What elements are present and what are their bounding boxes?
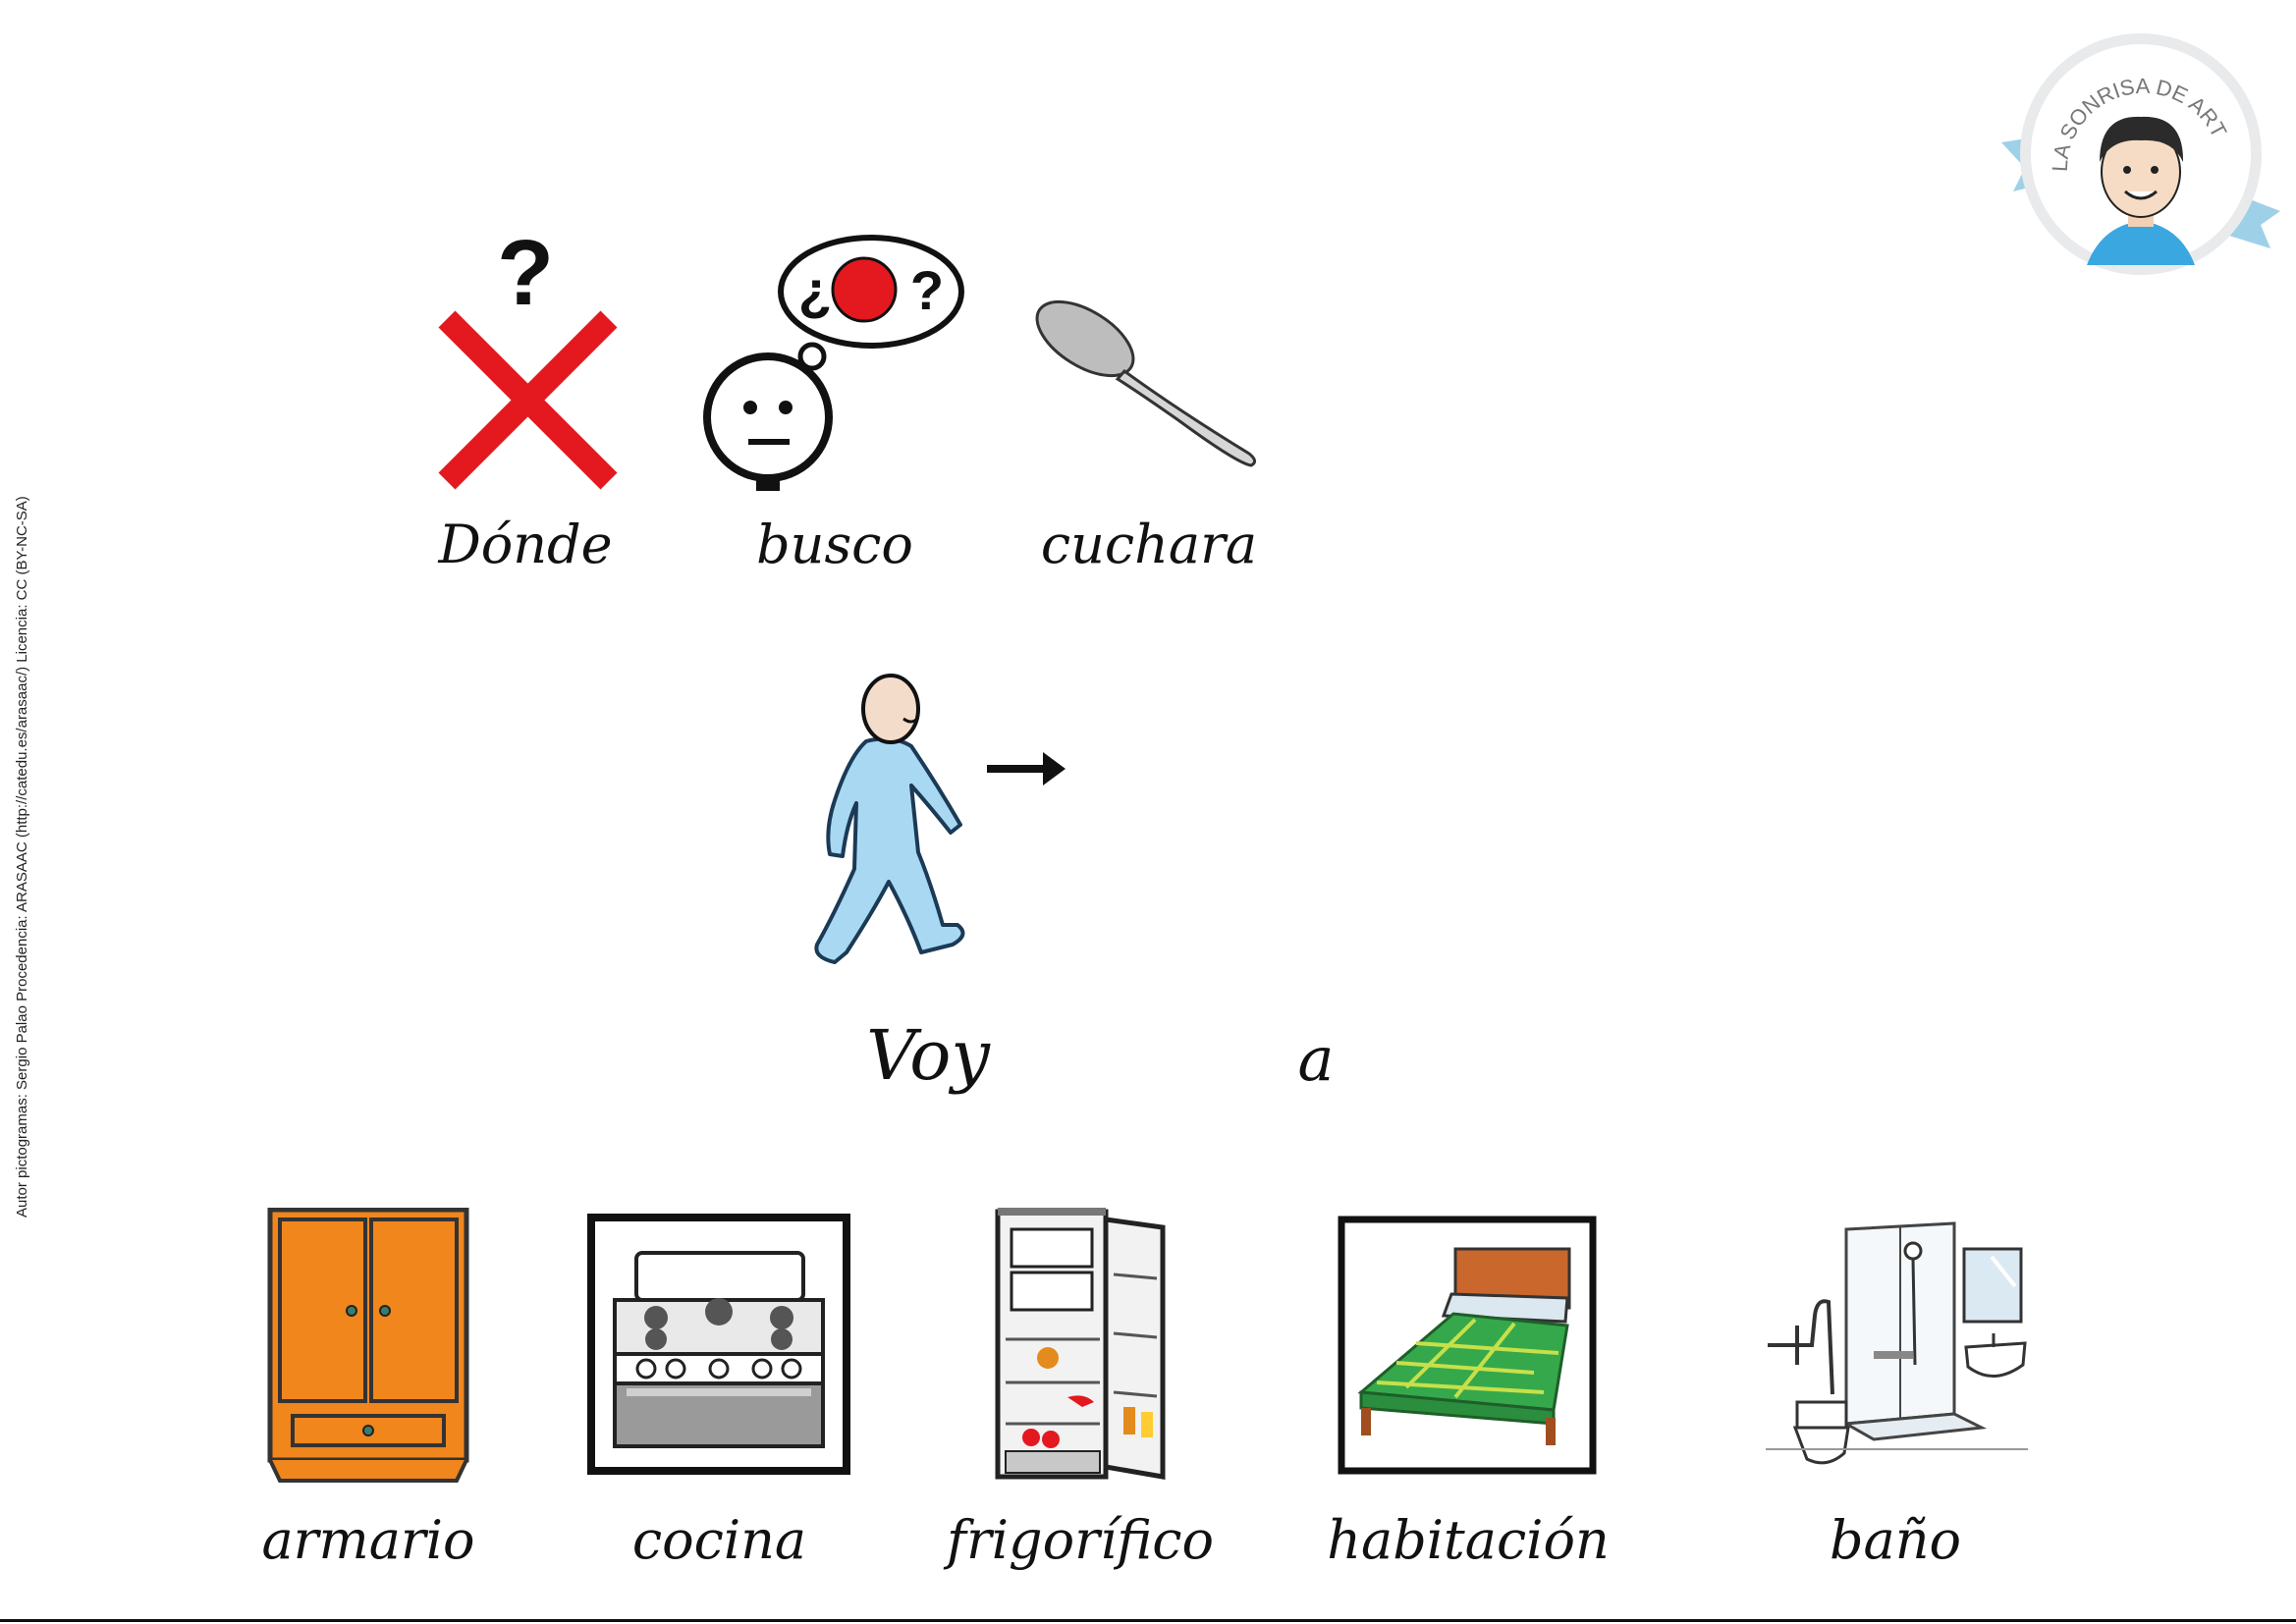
stove-icon[interactable] <box>587 1214 850 1475</box>
word-a: a <box>1297 1023 1335 1095</box>
search-thought-icon: ¿ ? <box>703 235 964 491</box>
where-icon: ? <box>438 236 618 490</box>
svg-text:¿: ¿ <box>798 259 832 321</box>
fridge-icon[interactable] <box>994 1206 1167 1481</box>
svg-text:?: ? <box>910 259 944 321</box>
bathroom-icon[interactable] <box>1758 1218 2033 1475</box>
wardrobe-icon[interactable] <box>265 1208 471 1483</box>
word-cuchara: cuchara <box>1040 514 1258 575</box>
svg-text:?: ? <box>497 236 554 325</box>
word-donde: Dónde <box>438 514 613 575</box>
walking-person-icon <box>814 674 1066 964</box>
word-bano: baño <box>1829 1509 1962 1571</box>
word-busco: busco <box>756 514 913 575</box>
word-armario: armario <box>261 1509 475 1571</box>
spoon-icon <box>1035 299 1256 467</box>
pictogram-credit: Autor pictogramas: Sergio Palao Proceden… <box>14 496 30 1218</box>
boy-face-logo-icon: LA SONRISA DE ARTURO <box>1994 25 2280 275</box>
word-voy: Voy <box>866 1015 990 1096</box>
word-habitacion: habitación <box>1327 1509 1610 1571</box>
bed-icon[interactable] <box>1338 1216 1597 1475</box>
word-cocina: cocina <box>631 1509 807 1571</box>
word-frigorifico: frigorífico <box>946 1509 1214 1571</box>
bottom-rule <box>0 1619 2296 1622</box>
